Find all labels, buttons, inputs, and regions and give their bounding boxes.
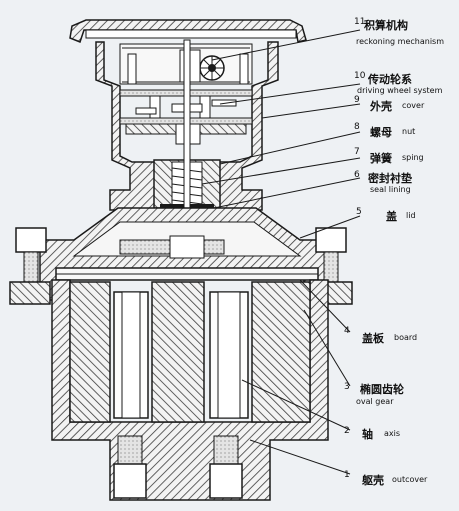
leader-lines (201, 29, 361, 475)
part-1-number: 1 (344, 470, 350, 480)
part-11-number: 11 (354, 17, 366, 27)
part-3-number: 3 (344, 382, 350, 392)
part-6-cn: 密封衬垫 (368, 172, 412, 185)
part-9-number: 9 (354, 95, 360, 105)
part-6-number: 6 (354, 170, 360, 180)
part-9-cn: 外壳 (370, 100, 392, 113)
oval-gear-left (69, 281, 111, 423)
cap-glass (85, 29, 297, 39)
part-1-en: outcover (392, 475, 428, 484)
part-7-en: sping (402, 153, 424, 162)
part-8-en: nut (402, 127, 416, 136)
right-bolt-head (315, 227, 347, 253)
part-3-en: oval gear (356, 397, 394, 406)
top-cover-cap (69, 19, 307, 43)
part-2-cn: 轴 (362, 428, 373, 441)
part-11-en: reckoning mechanism (356, 37, 444, 46)
part-4-en: board (394, 333, 418, 342)
part-7-number: 7 (354, 147, 360, 157)
part-5-number: 5 (356, 207, 362, 217)
part-5-en: lid (406, 211, 416, 220)
upper-housing (95, 41, 279, 211)
oval-gear-right (251, 281, 311, 423)
part-2-number: 2 (344, 426, 350, 436)
part-4-cn: 盖板 (362, 332, 384, 345)
part-7-cn: 弹簧 (370, 152, 392, 165)
part-6-en: seal lining (370, 185, 411, 194)
part-11-cn: 积算机构 (364, 19, 408, 32)
left-bolt-head (15, 227, 47, 253)
part-3-cn: 椭圆齿轮 (360, 383, 404, 396)
part-8-cn: 螺母 (370, 126, 392, 139)
part-10-cn: 传动轮系 (368, 73, 412, 86)
part-10-en: driving wheel system (357, 86, 443, 95)
part-2-en: axis (384, 429, 401, 438)
part-4-number: 4 (344, 326, 350, 336)
part-5-cn: 盖 (386, 210, 397, 223)
part-8-number: 8 (354, 122, 360, 132)
part-9-en: cover (402, 101, 425, 110)
part-10-number: 10 (354, 71, 366, 81)
oval-gear-mid (151, 281, 205, 423)
part-1-cn: 躯壳 (362, 474, 384, 487)
